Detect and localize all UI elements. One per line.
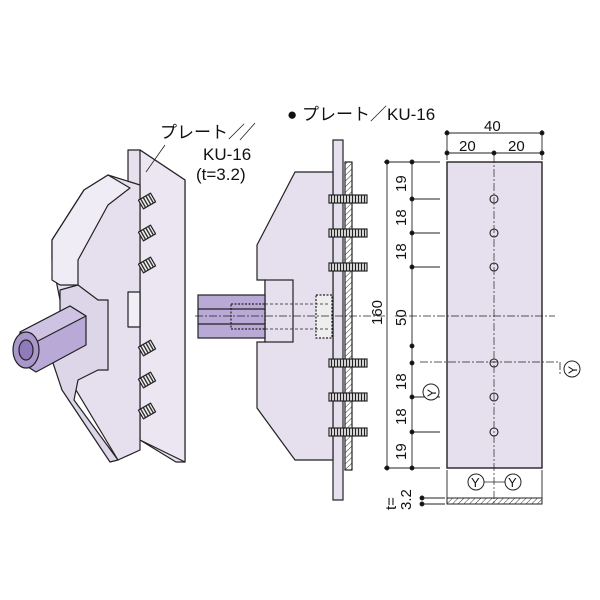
dim-thickness-value: 3.2 (398, 489, 415, 510)
section-mark-left (422, 383, 440, 401)
section-mark-bottom-left-label: Y (471, 475, 480, 490)
dim-width-left: 20 (459, 138, 476, 155)
pitch-dims: 19 18 18 50 18 18 19 (393, 175, 410, 460)
dim-pitch: 50 (393, 309, 410, 326)
wall-panel (332, 139, 344, 501)
side-view (195, 139, 385, 501)
section-mark-right-label: Y (566, 366, 580, 374)
callout-leader (145, 144, 166, 173)
plate-face (446, 161, 543, 469)
dim-thickness-label: t= (383, 497, 400, 510)
dim-pitch: 18 (393, 373, 410, 390)
coupling-nut (12, 305, 87, 373)
section-mark-bottom-right-label: Y (508, 475, 517, 490)
callout-label-thickness: (t=3.2) (196, 165, 246, 184)
bolts (328, 194, 368, 437)
section-mark-right (563, 360, 581, 378)
section-title: ● プレート／KU-16 (287, 105, 435, 124)
plate-edge-section (446, 497, 543, 505)
bolt-holes (489, 194, 499, 437)
dim-pitch: 18 (393, 243, 410, 260)
plan-view (384, 130, 581, 507)
dim-pitch: 18 (393, 408, 410, 425)
section-mark-left-label: Y (425, 389, 439, 397)
dim-width-right: 20 (508, 138, 525, 155)
dim-total-height: 160 (369, 300, 386, 325)
callout-label-model: KU-16 (203, 145, 251, 164)
threaded-studs (137, 192, 157, 420)
dim-width-total: 40 (484, 118, 501, 135)
dim-pitch: 18 (393, 209, 410, 226)
callout-label-plate: プレート／ (160, 123, 245, 142)
isometric-view (12, 122, 256, 463)
dim-pitch: 19 (393, 443, 410, 460)
dim-pitch: 19 (393, 175, 410, 192)
